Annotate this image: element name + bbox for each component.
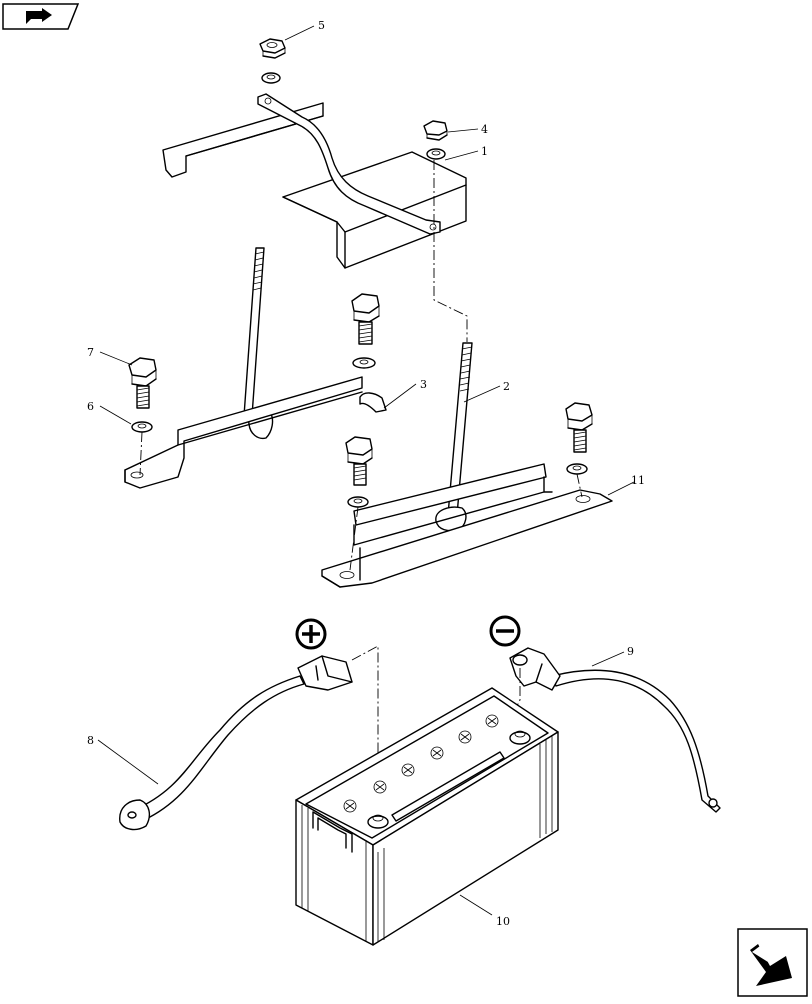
j-bolt-left — [243, 247, 274, 440]
battery-10 — [295, 687, 559, 946]
battery-holder-1 — [162, 93, 467, 269]
negative-cable-9 — [509, 647, 721, 813]
washer-4 — [426, 148, 446, 160]
support-bracket-3 — [124, 376, 387, 489]
back-arrow-icon — [26, 8, 52, 24]
back-button[interactable] — [2, 3, 80, 30]
negative-post — [509, 730, 531, 745]
bolt-7 — [128, 357, 157, 409]
callout-10: 10 — [496, 915, 510, 928]
callout-6: 6 — [87, 400, 94, 413]
j-bolt-2 — [435, 342, 473, 532]
washer-6 — [131, 421, 153, 433]
callout-8: 8 — [87, 734, 94, 747]
bolt-lower-right — [565, 402, 593, 475]
nut-4 — [423, 120, 448, 141]
next-arrow-icon — [750, 944, 792, 986]
positive-post — [367, 814, 389, 829]
callout-11: 11 — [631, 474, 645, 487]
callout-7: 7 — [87, 346, 94, 359]
next-button[interactable] — [737, 928, 808, 997]
negative-terminal-symbol — [489, 615, 521, 647]
support-bracket-11 — [321, 463, 613, 588]
callout-3: 3 — [420, 378, 427, 391]
callout-4: 4 — [481, 123, 488, 136]
bolt-lower-left — [345, 436, 373, 508]
bolt-upper — [351, 293, 380, 369]
washer-5 — [261, 72, 281, 84]
nut-5 — [259, 38, 286, 59]
callout-2: 2 — [503, 380, 510, 393]
callout-1: 1 — [481, 145, 488, 158]
callout-5: 5 — [318, 19, 325, 32]
positive-terminal-symbol — [295, 618, 327, 650]
callout-9: 9 — [627, 645, 634, 658]
positive-cable-8 — [119, 655, 353, 831]
